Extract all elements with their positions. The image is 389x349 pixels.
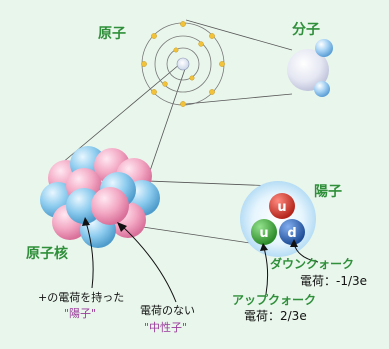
molecule-small-atom-top xyxy=(315,39,333,57)
proton-halo xyxy=(240,181,316,257)
quark-u-label-top: u xyxy=(277,200,286,215)
up-quark-charge: 電荷：2/3e xyxy=(244,309,307,323)
proton-note-line1: +の電荷を持った xyxy=(38,290,124,304)
atom-diagram xyxy=(141,21,225,107)
neutron-note-arrowhead xyxy=(117,222,127,232)
proton-note-arrow xyxy=(85,221,94,289)
up-quark-arrowhead xyxy=(260,243,268,251)
neutron-note-line2: "中性子" xyxy=(144,320,187,334)
molecule-diagram xyxy=(287,39,333,97)
molecule-label: 分子 xyxy=(292,22,320,38)
quark-down-right xyxy=(279,219,305,245)
atom-molecule-connectors xyxy=(185,19,293,105)
atom-inner-orbit xyxy=(166,47,200,81)
up-quark-label: アップクォーク xyxy=(232,292,316,307)
down-quark-label: ダウンクォーク xyxy=(270,256,354,271)
down-quark-arrowhead xyxy=(290,239,298,247)
quark-d-label-right: d xyxy=(287,226,296,241)
atom-label: 原子 xyxy=(98,26,126,42)
molecule-large-atom xyxy=(287,49,329,91)
nucleus-proton-highlight xyxy=(66,188,102,224)
up-quark-arrow xyxy=(263,247,269,295)
molecule-small-atom-bottom xyxy=(314,81,330,97)
nucleus-label: 原子核 xyxy=(26,245,68,262)
quark-up-left xyxy=(251,219,277,245)
quark-u-label-left: u xyxy=(259,226,268,241)
proton-label: 陽子 xyxy=(314,183,342,200)
proton-diagram: u u d xyxy=(240,181,316,257)
neutron-note-arrow xyxy=(121,225,177,303)
atom-middle-orbit xyxy=(154,35,212,93)
quark-up-top xyxy=(269,193,295,219)
neutron-note-line1: 電荷のない xyxy=(140,304,195,317)
atom-electrons xyxy=(141,21,225,107)
proton-note-arrowhead xyxy=(82,217,90,226)
proton-note-line2: "陽子" xyxy=(64,307,96,320)
atom-nucleus-dot xyxy=(176,57,190,71)
down-quark-charge: 電荷：-1/3e xyxy=(300,274,367,288)
nucleus-diagram xyxy=(40,146,160,248)
nucleus-neutron-highlight xyxy=(91,187,129,225)
